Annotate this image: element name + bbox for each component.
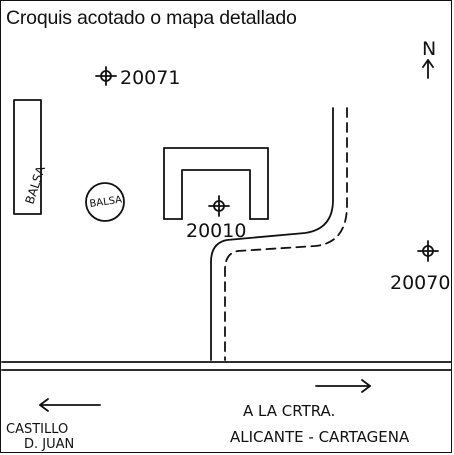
survey-point-label: 20071 [120, 67, 180, 89]
balsa-rectangle [13, 99, 42, 215]
building-outline [163, 147, 269, 220]
destination-right-line-1: A LA CRTRA. [243, 402, 335, 420]
survey-point-20010 [208, 195, 230, 217]
map-title: Croquis acotado o mapa detallado [6, 7, 297, 29]
access-track [210, 107, 348, 361]
destination-right-line-2: ALICANTE - CARTAGENA [230, 428, 410, 446]
survey-point-20070 [417, 240, 439, 262]
balsa-rectangle-label: BALSA [23, 164, 49, 206]
arrow-left [39, 398, 101, 412]
survey-point-label: 20070 [390, 272, 450, 294]
arrow-right [315, 379, 371, 393]
balsa-circle [85, 182, 125, 222]
balsa-circle-label: BALSA [89, 195, 123, 210]
destination-left-line-2: D. JUAN [24, 437, 74, 452]
main-road [1, 361, 451, 371]
survey-point-label: 20010 [186, 220, 246, 242]
destination-left-line-1: CASTILLO [6, 422, 68, 437]
north-arrow: N [422, 38, 436, 79]
survey-point-20071 [95, 66, 117, 86]
north-label: N [422, 38, 436, 60]
